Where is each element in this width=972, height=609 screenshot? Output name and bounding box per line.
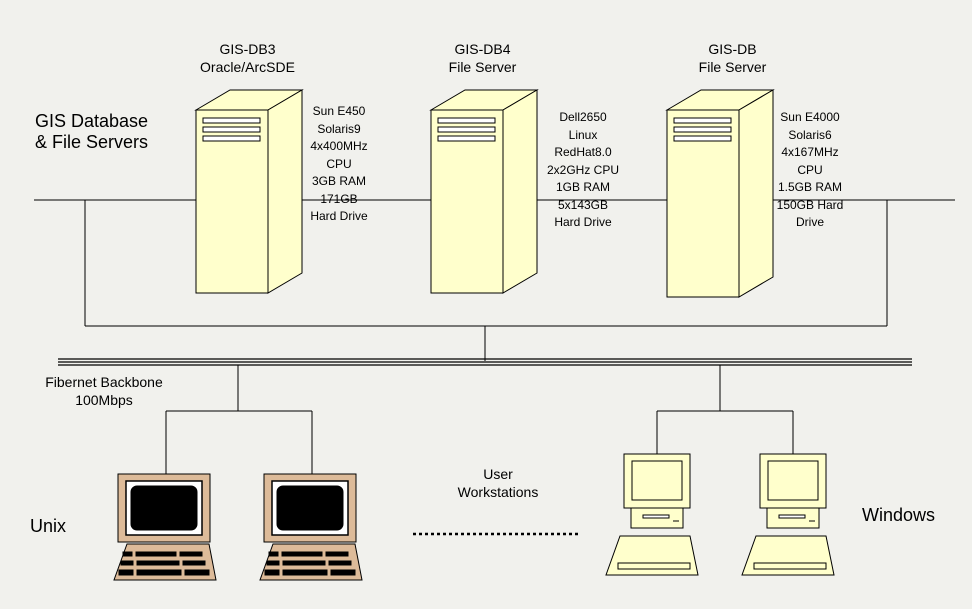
- server-2-role: File Server: [448, 59, 517, 75]
- server-3-spec: CPU: [797, 162, 823, 177]
- server-2-spec: Hard Drive: [554, 215, 612, 229]
- unix-workstation-2-icon: [259, 473, 363, 581]
- server-2-spec: 5x143GB: [557, 197, 609, 212]
- unix-workstation-1-icon: [113, 473, 217, 581]
- windows-workstation-1-icon: [605, 453, 699, 576]
- server-2-name: GIS-DB4: [454, 41, 511, 57]
- server-2-spec: Dell2650: [559, 110, 607, 124]
- workstations-label: User Workstations: [433, 465, 563, 501]
- server-3-specs: Sun E4000 Solaris6 4x167MHz CPU 1.5GB RA…: [766, 109, 854, 232]
- server-2-spec: 1GB RAM: [555, 180, 610, 194]
- server-2-header: GIS-DB4 File Server: [420, 40, 545, 76]
- server-3-spec: Sun E4000: [780, 110, 840, 124]
- server-3-spec: 1.5GB RAM: [777, 180, 843, 194]
- server-2-spec: Linux: [568, 127, 598, 142]
- workstations-label-line-1: User: [483, 466, 513, 482]
- workstations-label-line-2: Workstations: [457, 484, 539, 500]
- server-1-spec: CPU: [326, 156, 352, 171]
- server-tower-3-icon: [665, 89, 775, 298]
- server-2-spec: 2x2GHz CPU: [546, 162, 620, 177]
- section-title-line-1: GIS Database: [35, 111, 149, 131]
- server-3-header: GIS-DB File Server: [670, 40, 795, 76]
- windows-label: Windows: [862, 505, 936, 525]
- backbone-label: Fibernet Backbone 100Mbps: [20, 373, 188, 409]
- server-3-spec: 150GB Hard: [776, 197, 844, 212]
- server-2-specs: Dell2650 Linux RedHat8.0 2x2GHz CPU 1GB …: [535, 109, 631, 232]
- server-2-spec: RedHat8.0: [554, 145, 612, 159]
- server-3-name: GIS-DB: [708, 41, 757, 57]
- server-1-specs: Sun E450 Solaris9 4x400MHz CPU 3GB RAM 1…: [298, 103, 380, 226]
- server-1-spec: Hard Drive: [310, 209, 368, 223]
- server-3-spec: Solaris6: [788, 127, 832, 142]
- server-1-spec: Sun E450: [312, 104, 366, 118]
- server-1-role: Oracle/ArcSDE: [200, 59, 295, 75]
- server-1-spec: 4x400MHz: [310, 139, 368, 153]
- server-1-name: GIS-DB3: [219, 41, 276, 57]
- section-title: GIS Database & File Servers: [35, 111, 148, 153]
- server-3-spec: 4x167MHz: [781, 145, 839, 159]
- section-title-line-2: & File Servers: [35, 132, 149, 152]
- server-1-spec: Solaris9: [317, 121, 361, 136]
- server-tower-1-icon: [194, 89, 304, 294]
- windows-workstation-2-icon: [741, 453, 835, 576]
- backbone-label-line-2: 100Mbps: [75, 392, 133, 408]
- server-1-spec: 171GB: [320, 191, 358, 206]
- backbone-label-line-1: Fibernet Backbone: [45, 374, 163, 390]
- unix-label: Unix: [30, 516, 67, 536]
- server-1-spec: 3GB RAM: [311, 174, 366, 188]
- server-3-role: File Server: [698, 59, 767, 75]
- server-1-header: GIS-DB3 Oracle/ArcSDE: [185, 40, 310, 76]
- server-tower-2-icon: [429, 89, 539, 294]
- server-3-spec: Drive: [795, 215, 824, 229]
